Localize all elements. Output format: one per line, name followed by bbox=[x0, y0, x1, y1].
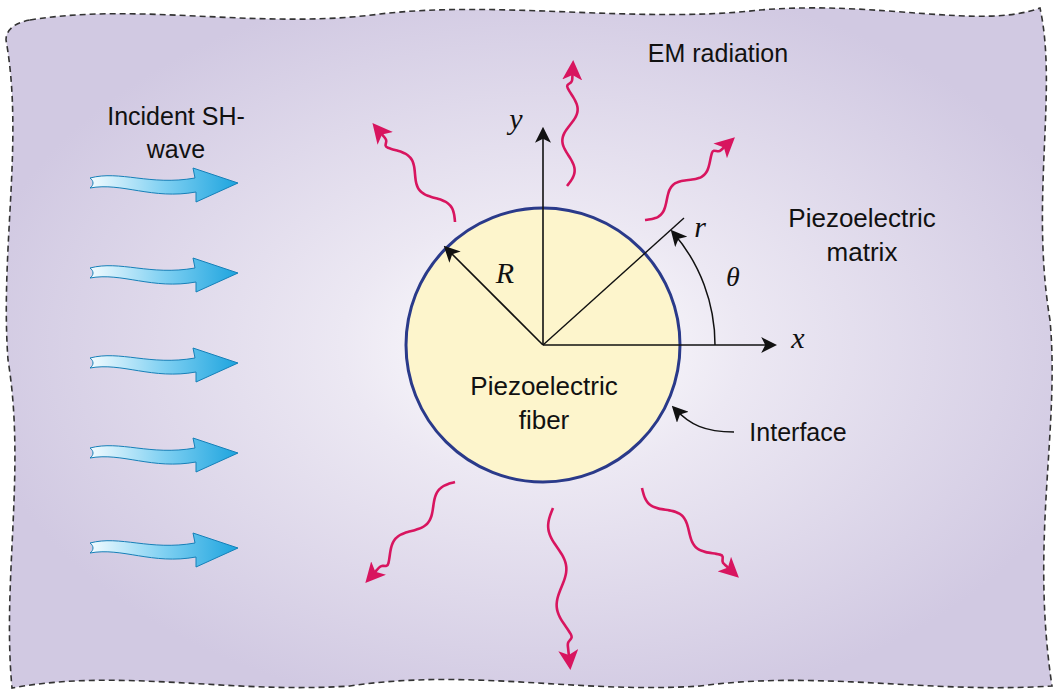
radius-arrow bbox=[446, 248, 543, 345]
x-axis bbox=[543, 344, 774, 346]
axis-label: r bbox=[694, 207, 706, 246]
fiber-label: Piezoelectric fiber bbox=[459, 370, 629, 438]
axis-label: x bbox=[791, 318, 804, 357]
axis-label: y bbox=[509, 99, 522, 138]
em-radiation-arrow bbox=[642, 488, 736, 575]
region-label: Piezoelectric matrix bbox=[787, 202, 937, 270]
em-radiation-arrow bbox=[548, 508, 572, 666]
em-radiation-arrow bbox=[562, 64, 577, 186]
y-axis bbox=[542, 130, 544, 345]
radius-label: R bbox=[496, 253, 514, 292]
em-radiation-arrow bbox=[375, 126, 455, 222]
matrix-outline bbox=[6, 8, 1052, 688]
em-radiation-arrow bbox=[645, 140, 732, 220]
r-line bbox=[543, 218, 684, 345]
interface-label: Interface bbox=[749, 416, 846, 449]
radiation-label: EM radiation bbox=[648, 37, 788, 70]
wave-label: Incident SH-wave bbox=[106, 100, 246, 165]
theta-arc bbox=[673, 232, 715, 345]
angle-label: θ bbox=[726, 259, 740, 295]
interface-leader bbox=[674, 408, 734, 432]
incident-wave-arrow bbox=[90, 533, 238, 567]
incident-wave-arrow bbox=[90, 168, 238, 202]
incident-wave-arrow bbox=[90, 258, 238, 292]
incident-wave-arrow bbox=[90, 348, 238, 382]
incident-wave-arrow bbox=[90, 438, 238, 472]
em-radiation-arrow bbox=[368, 482, 455, 580]
